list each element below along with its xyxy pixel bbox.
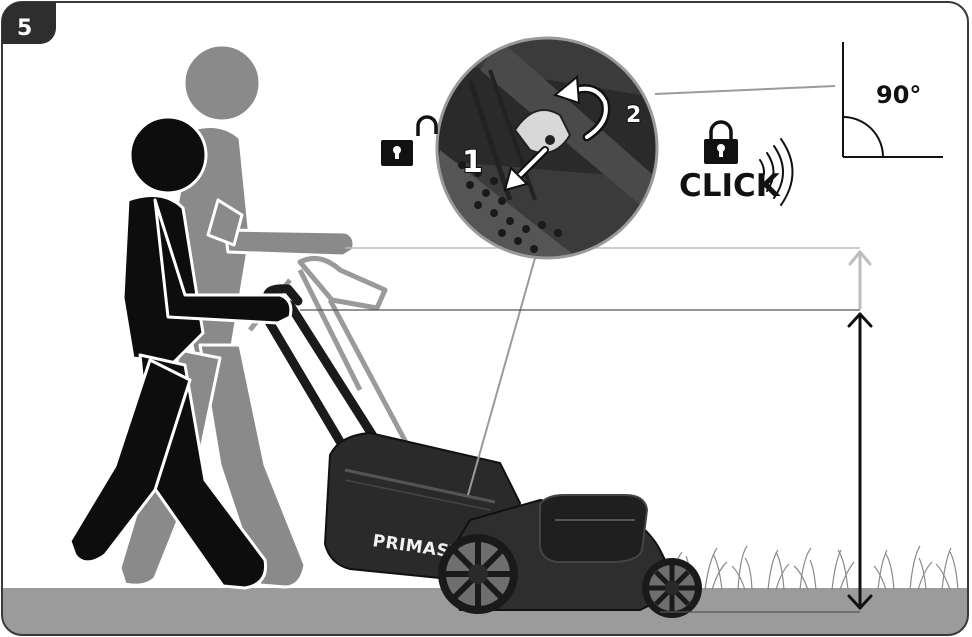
click-label: CLICK xyxy=(679,168,781,204)
detail-step-1: 1 xyxy=(462,145,483,180)
rear-wheel xyxy=(438,534,518,614)
angle-label: 90° xyxy=(876,81,921,109)
detail-step-2: 2 xyxy=(626,103,641,128)
motor-housing xyxy=(540,495,647,562)
step-number: 5 xyxy=(17,16,32,41)
step-badge: 5 xyxy=(2,2,56,44)
front-wheel xyxy=(642,558,702,618)
